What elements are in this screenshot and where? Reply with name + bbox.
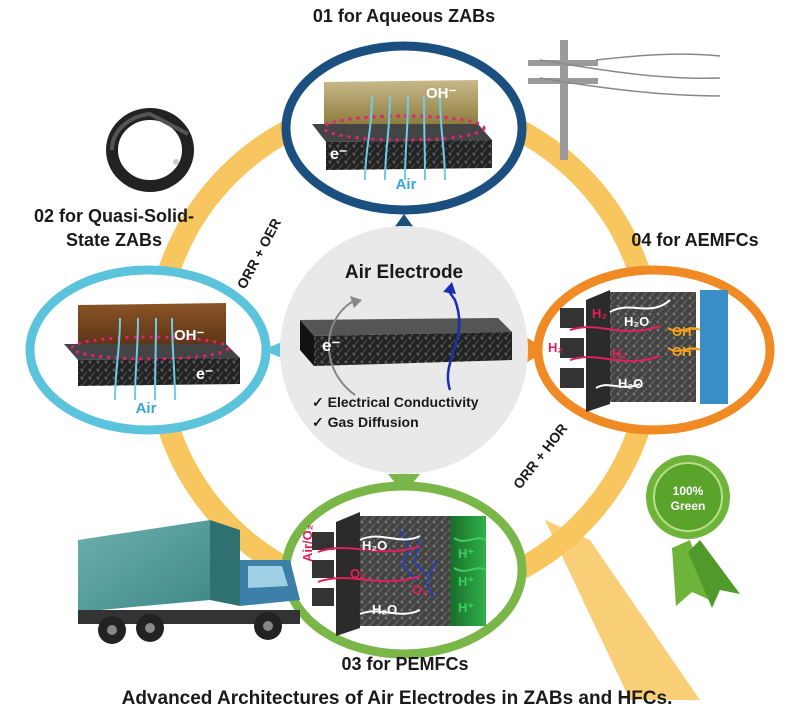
quasi-solid-panel <box>25 265 271 435</box>
quasi-ion-label: OH⁻ <box>174 327 205 344</box>
center-electron-label: e⁻ <box>322 336 341 355</box>
arc-label-orr-hor: ORR + HOR <box>510 420 571 491</box>
aqueous-title: 01 for Aqueous ZABs <box>312 6 496 26</box>
aemfc-water-label-top: H₂O <box>624 314 650 329</box>
pointer-quasi <box>262 342 282 358</box>
truck-illustration <box>78 520 300 644</box>
pemfc-proton-label-3: H⁺ <box>458 600 475 615</box>
center-gas-arrow <box>446 289 461 391</box>
arc-label-orr-oer: ORR + OER <box>234 216 284 292</box>
pemfc-feed-label: Air/O₂ <box>300 524 315 562</box>
figure-caption: Advanced Architectures of Air Electrodes… <box>121 688 673 709</box>
pemfc-water-label-bottom: H₂O <box>372 602 398 617</box>
pemfc-proton-label-1: H⁺ <box>458 546 475 561</box>
aemfc-title: 04 for AEMFCs <box>631 230 759 250</box>
aemfc-ion-label-bottom: OH⁻ <box>672 344 699 359</box>
flexible-device-illustration <box>106 108 194 192</box>
aemfc-panel <box>533 265 775 435</box>
pemfc-title: 03 for PEMFCs <box>341 654 469 674</box>
aemfc-fuel-label-inlet: H₂ <box>548 340 564 355</box>
aqueous-air-label: Air <box>395 176 417 193</box>
quasi-solid-title-line2: State ZABs <box>65 230 163 250</box>
center-title: Air Electrode <box>344 262 464 283</box>
aemfc-water-label-bottom: H₂O <box>618 376 644 391</box>
center-check-conductivity: ✓ Electrical Conductivity <box>312 394 479 410</box>
green-badge-icon <box>646 455 740 608</box>
pemfc-proton-label-2: H⁺ <box>458 574 475 589</box>
center-electron-arrow <box>327 299 356 396</box>
quasi-solid-title-line1: 02 for Quasi-Solid- <box>33 206 195 226</box>
ring-beam <box>545 520 700 700</box>
aqueous-panel <box>281 41 527 215</box>
quasi-solid-title: 02 for Quasi-Solid- State ZABs <box>0 204 228 252</box>
pemfc-oxygen-label-left: O₂ <box>350 566 366 581</box>
center-check-diffusion: ✓ Gas Diffusion <box>312 414 419 430</box>
aqueous-ion-label: OH⁻ <box>426 85 457 102</box>
badge-line1: 100% <box>672 484 704 498</box>
quasi-air-label: Air <box>135 400 157 417</box>
badge-line2: Green <box>670 499 706 513</box>
power-pole-illustration <box>528 40 721 160</box>
pemfc-oxygen-label-right: O₂ <box>412 582 428 597</box>
aqueous-electron-label: e⁻ <box>330 146 348 163</box>
pemfc-panel <box>281 481 527 659</box>
pemfc-water-label-top: H₂O <box>362 538 388 553</box>
aemfc-fuel-label-top: H₂ <box>592 306 608 321</box>
aemfc-ion-label-top: OH⁻ <box>672 324 699 339</box>
quasi-electron-label: e⁻ <box>196 366 214 383</box>
aemfc-fuel-label-mid: H₂ <box>612 346 628 361</box>
